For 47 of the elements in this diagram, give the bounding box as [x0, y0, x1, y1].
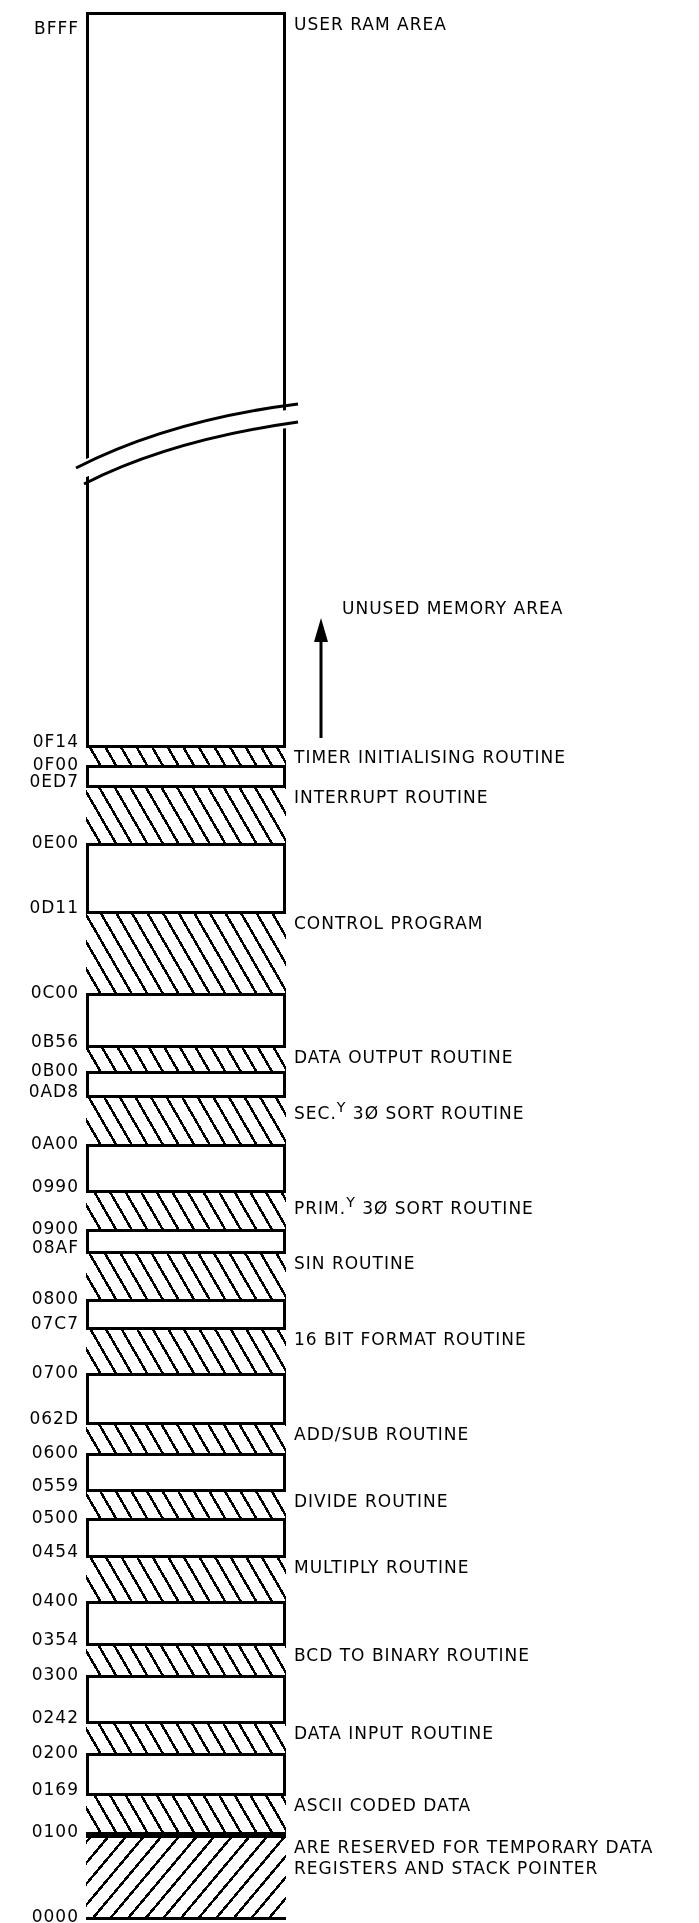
address-label: 08AF: [31, 1237, 79, 1257]
address-label: 0354: [31, 1629, 79, 1649]
region-label: PRIM.$^{Y}$ 3Ø SORT ROUTINE: [294, 1193, 535, 1219]
address-label: 0990: [31, 1176, 79, 1196]
address-label: 0100: [31, 1821, 79, 1841]
address-label: 0E00: [31, 832, 79, 852]
address-label: 0D11: [29, 897, 79, 917]
address-label: 0500: [31, 1507, 79, 1527]
address-label: 0B56: [30, 1031, 79, 1051]
region-label: DATA INPUT ROUTINE: [294, 1723, 495, 1744]
region-label: BCD TO BINARY ROUTINE: [294, 1645, 531, 1666]
region-label: ASCII CODED DATA: [294, 1795, 473, 1816]
address-label: 0169: [31, 1779, 79, 1799]
address-label: 0B00: [30, 1060, 79, 1080]
address-label: 0C00: [30, 982, 79, 1002]
address-label: 0000: [31, 1906, 79, 1923]
address-label: 0800: [31, 1288, 79, 1308]
region-label: DATA OUTPUT ROUTINE: [294, 1047, 515, 1068]
address-label: 0700: [31, 1362, 79, 1382]
address-label: 0400: [31, 1590, 79, 1610]
region-label: ADD/SUB ROUTINE: [294, 1424, 471, 1445]
address-label: 0F00: [32, 754, 79, 774]
address-label: 0AD8: [28, 1081, 79, 1101]
region-label: CONTROL PROGRAM: [294, 913, 485, 934]
address-label: 0559: [31, 1475, 79, 1495]
address-label: 0300: [31, 1664, 79, 1684]
address-label: 0454: [31, 1541, 79, 1561]
address-label: 0900: [31, 1218, 79, 1238]
address-label: 062D: [29, 1408, 79, 1428]
address-label: 0600: [31, 1442, 79, 1462]
region-label: 16 BIT FORMAT ROUTINE: [294, 1329, 528, 1350]
region-label: TIMER INITIALISING ROUTINE: [294, 747, 567, 768]
address-label: 0F14: [32, 731, 79, 751]
region-label: INTERRUPT ROUTINE: [294, 787, 490, 808]
address-label: 0A00: [30, 1133, 79, 1153]
address-label: BFFF: [34, 18, 79, 38]
region-label: DIVIDE ROUTINE: [294, 1491, 450, 1512]
region-label: ARE RESERVED FOR TEMPORARY DATA REGISTERS AND STACK POINTER: [294, 1837, 655, 1879]
address-label: 0200: [31, 1742, 79, 1762]
region-label: SEC.$^{Y}$ 3Ø SORT ROUTINE: [294, 1098, 526, 1124]
region-label: SIN ROUTINE: [294, 1253, 417, 1274]
region-label: MULTIPLY ROUTINE: [294, 1557, 471, 1578]
address-label: 0ED7: [29, 771, 79, 791]
address-label: 0242: [31, 1707, 79, 1727]
address-label: 07C7: [30, 1313, 79, 1333]
note-label: UNUSED MEMORY AREA: [342, 598, 564, 618]
region-label: USER RAM AREA: [294, 14, 448, 35]
